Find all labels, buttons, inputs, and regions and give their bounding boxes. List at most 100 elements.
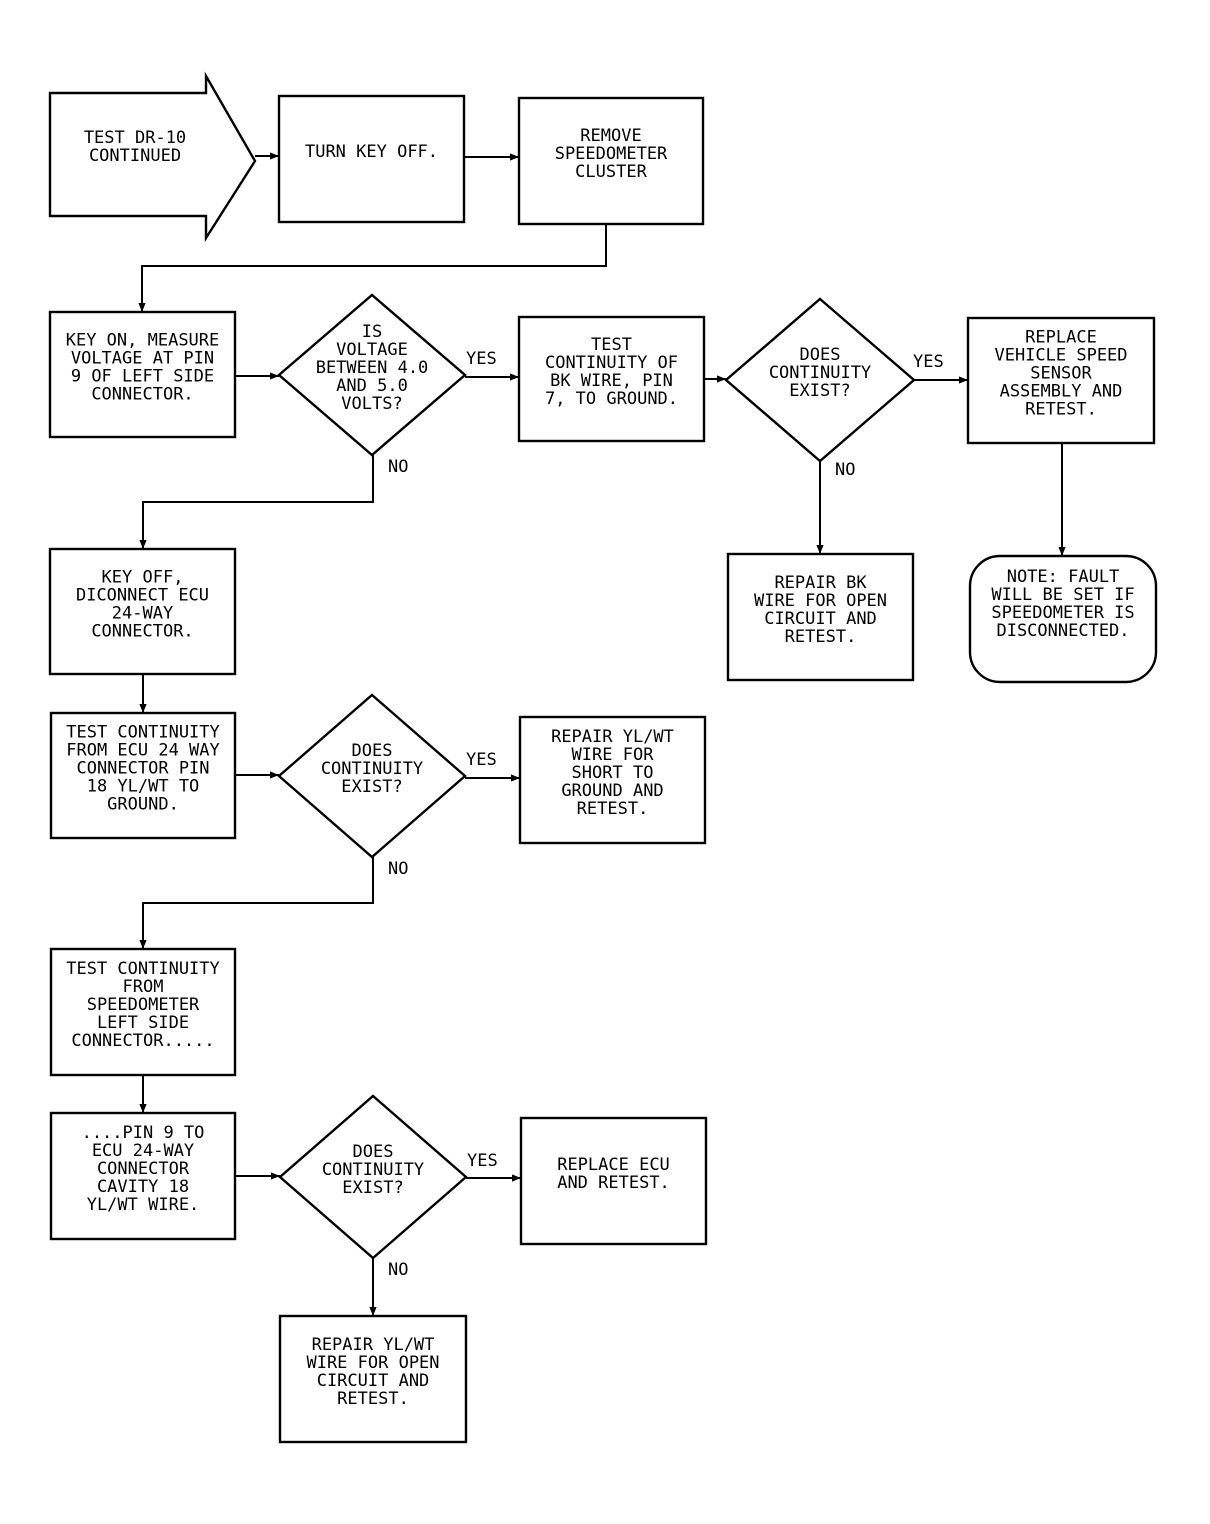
process-box [519, 1116, 708, 1246]
connectors [138, 152, 1066, 1316]
process-box [277, 94, 466, 224]
node-text-line: AND RETEST. [557, 1173, 670, 1193]
node-text-line: DICONNECT ECU [76, 586, 209, 606]
node-text-line: VOLTAGE AT PIN [71, 349, 214, 369]
process-box [48, 310, 237, 439]
node-text-line: 18 YL/WT TO [87, 777, 200, 797]
node-text-line: CONTINUITY [322, 1160, 424, 1180]
decision-diamond [277, 693, 467, 859]
note-box [968, 554, 1158, 684]
node-text-line: VEHICLE SPEED [994, 346, 1127, 366]
edge-label-no: NO [388, 859, 408, 879]
node-text-line: CONNECTOR. [91, 385, 193, 405]
node-text-line: REPAIR YL/WT [551, 727, 674, 747]
node-text-line: CONNECTOR..... [71, 1031, 214, 1051]
node-text-line: CONNECTOR PIN [76, 759, 209, 779]
decision-diamond [277, 293, 467, 457]
node-text-line: EXIST? [341, 777, 402, 797]
node-text-line: CIRCUIT AND [764, 609, 877, 629]
node-text-line: CONTINUITY OF [545, 353, 678, 373]
node-text-line: NOTE: FAULT [1007, 567, 1120, 587]
node-text-line: GROUND AND [561, 781, 663, 801]
node-text-line: RETEST. [577, 799, 649, 819]
decision-diamond [278, 1094, 468, 1260]
node-text-line: DOES [800, 345, 841, 365]
node-text-line: GROUND. [107, 795, 179, 815]
node-text-line: BK WIRE, PIN [550, 371, 673, 391]
node-text-line: VOLTS? [341, 394, 402, 414]
node-text-line: FROM ECU 24 WAY [66, 741, 220, 761]
node-text-line: ECU 24-WAY [92, 1141, 194, 1161]
node-text-line: 24-WAY [112, 604, 173, 624]
node-text-line: REPAIR BK [774, 573, 867, 593]
node-text-line: REPLACE [1025, 328, 1097, 348]
process-box [48, 547, 237, 676]
node-text-line: IS [362, 322, 382, 342]
edge-label-no: NO [835, 460, 855, 480]
node-text-line: FROM [123, 977, 164, 997]
process-box [517, 96, 705, 226]
node-text-line: LEFT SIDE [97, 1013, 189, 1033]
edge-label-no: NO [388, 1260, 408, 1280]
edge-label-yes: YES [913, 352, 944, 372]
process-box [518, 715, 707, 845]
node-text-line: REMOVE [580, 126, 641, 146]
node-text-line: ASSEMBLY AND [1000, 382, 1123, 402]
node-text-line: EXIST? [342, 1178, 403, 1198]
node-text-line: TEST [591, 335, 632, 355]
node-text-line: REPLACE ECU [557, 1155, 670, 1175]
entry-arrow-shape [48, 71, 257, 243]
node-text-line: BETWEEN 4.0 [316, 358, 429, 378]
node-text-line: WILL BE SET IF [991, 585, 1134, 605]
node-text-line: TEST CONTINUITY [66, 723, 220, 743]
node-text-line: AND 5.0 [336, 376, 408, 396]
edge-label-yes: YES [467, 1151, 498, 1171]
edge-remove-to-measure [138, 224, 607, 312]
node-text-line: SHORT TO [572, 763, 654, 783]
node-text-line: REPAIR YL/WT [312, 1335, 435, 1355]
process-box [49, 1111, 237, 1241]
node-text-line: CIRCUIT AND [317, 1371, 430, 1391]
node-text-line: KEY ON, MEASURE [66, 331, 220, 351]
node-text-line: WIRE FOR OPEN [754, 591, 887, 611]
node-text-line: WIRE FOR OPEN [306, 1353, 439, 1373]
node-text-line: CONNECTOR. [91, 622, 193, 642]
edge-q-short-to-test-speedo [139, 857, 374, 949]
edge-label-no: NO [388, 457, 408, 477]
process-box [278, 1314, 468, 1444]
node-key-off: TURN KEY OFF. [277, 94, 466, 224]
node-text-line: KEY OFF, [102, 568, 184, 588]
node-text-line: CONTINUITY [321, 759, 423, 779]
node-text-line: VOLTAGE [336, 340, 408, 360]
node-text-line: WIRE FOR [572, 745, 655, 765]
node-text-line: 9 OF LEFT SIDE [71, 367, 214, 387]
process-box [517, 315, 706, 443]
edge-q-voltage-to-disconnect [139, 455, 374, 549]
node-text-line: SPEEDOMETER [555, 144, 668, 164]
node-text-line: CLUSTER [575, 162, 647, 182]
edge-label-yes: YES [466, 349, 497, 369]
node-text-line: CAVITY 18 [97, 1177, 189, 1197]
node-text-line: SENSOR [1030, 364, 1092, 384]
node-text-line: SPEEDOMETER IS [991, 603, 1134, 623]
node-text-line: SPEEDOMETER [87, 995, 200, 1015]
node-text-line: DOES [352, 741, 393, 761]
node-text-line: RETEST. [785, 627, 857, 647]
node-text-line: TEST CONTINUITY [66, 959, 220, 979]
process-box [966, 316, 1156, 445]
